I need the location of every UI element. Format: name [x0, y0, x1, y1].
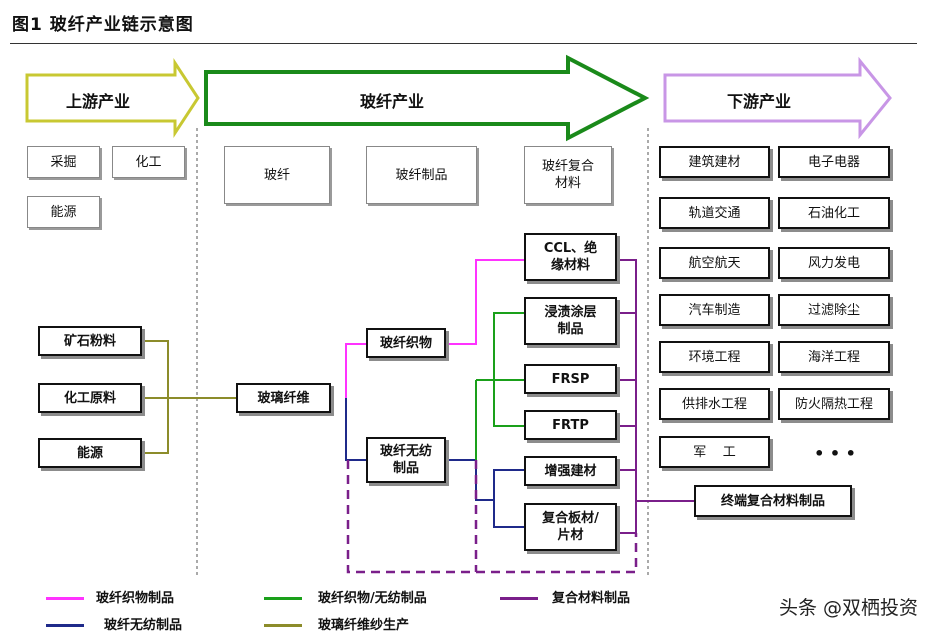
market-electronics: 电子电器	[778, 146, 890, 178]
more-ellipsis: • • •	[800, 440, 870, 466]
market-petrochem: 石油化工	[778, 197, 890, 229]
upstream-box-energy: 能源	[27, 196, 100, 228]
composite-building-box: 增强建材	[524, 456, 617, 486]
legend-swatch-composite	[500, 597, 538, 600]
composite-sheet-box: 复合板材/ 片材	[524, 503, 617, 551]
nonwoven-box: 玻纤无纺 制品	[366, 437, 446, 483]
header-fiber-products: 玻纤制品	[366, 146, 477, 204]
market-aerospace: 航空航天	[659, 247, 770, 279]
legend-swatch-nonwoven	[46, 624, 84, 627]
composite-lines	[617, 259, 694, 534]
composite-ccl-box: CCL、绝 缘材料	[524, 233, 617, 281]
upstream-box-chemical: 化工	[112, 146, 185, 178]
input-chemical-raw: 化工原料	[38, 383, 142, 413]
fabric-box: 玻纤织物	[366, 328, 446, 358]
nonwoven-to-building-line	[493, 469, 524, 500]
glass-fiber-yarn-box: 玻璃纤维	[236, 383, 331, 413]
downstream-arrow	[663, 56, 892, 140]
watermark-text: 头条 @双栖投资	[778, 597, 918, 619]
market-filtration: 过滤除尘	[778, 294, 890, 326]
composite-impregnated-box: 浸渍涂层 制品	[524, 297, 617, 345]
market-wind-power: 风力发电	[778, 247, 890, 279]
upstream-label: 上游产业	[66, 92, 131, 111]
legend-label-fabric: 玻纤织物制品	[96, 591, 175, 606]
market-environmental: 环境工程	[659, 341, 770, 373]
legend-swatch-fabric-nonwoven	[264, 597, 302, 600]
header-fiber-composites: 玻纤复合 材料	[524, 146, 612, 204]
legend-label-yarn: 玻璃纤维纱生产	[318, 618, 410, 633]
header-glass-fiber: 玻纤	[224, 146, 330, 204]
input-ore-powder: 矿石粉料	[38, 326, 142, 356]
market-marine: 海洋工程	[778, 341, 890, 373]
market-water-supply: 供排水工程	[659, 388, 770, 420]
market-military: 军 工	[659, 436, 770, 468]
dashed-enclosure	[346, 460, 638, 574]
fabric-lines	[345, 259, 524, 398]
legend-swatch-fabric	[46, 597, 84, 600]
figure-title: 图1 玻纤产业链示意图	[12, 15, 194, 35]
legend-label-fabric-nonwoven: 玻纤织物/无纺制品	[318, 591, 427, 606]
fabric-nonwoven-lines	[475, 312, 524, 460]
end-composite-products: 终端复合材料制品	[694, 485, 852, 517]
market-construction: 建筑建材	[659, 146, 770, 178]
market-automotive: 汽车制造	[659, 294, 770, 326]
market-rail: 轨道交通	[659, 197, 770, 229]
downstream-label: 下游产业	[727, 92, 792, 111]
input-energy: 能源	[38, 438, 142, 468]
upstream-arrow	[25, 57, 200, 139]
upstream-box-mining: 采掘	[27, 146, 100, 178]
midstream-arrow	[204, 54, 650, 142]
midstream-label: 玻纤产业	[360, 92, 425, 111]
composite-frsp-box: FRSP	[524, 364, 617, 394]
title-rule	[10, 43, 917, 44]
composite-frtp-box: FRTP	[524, 410, 617, 440]
legend-label-composite: 复合材料制品	[552, 591, 631, 606]
nonwoven-lines	[345, 398, 524, 528]
legend-swatch-yarn	[264, 624, 302, 627]
market-fire-insulation: 防火隔热工程	[778, 388, 890, 420]
legend-label-nonwoven: 玻纤无纺制品	[104, 618, 183, 633]
yarn-production-lines	[142, 340, 236, 454]
